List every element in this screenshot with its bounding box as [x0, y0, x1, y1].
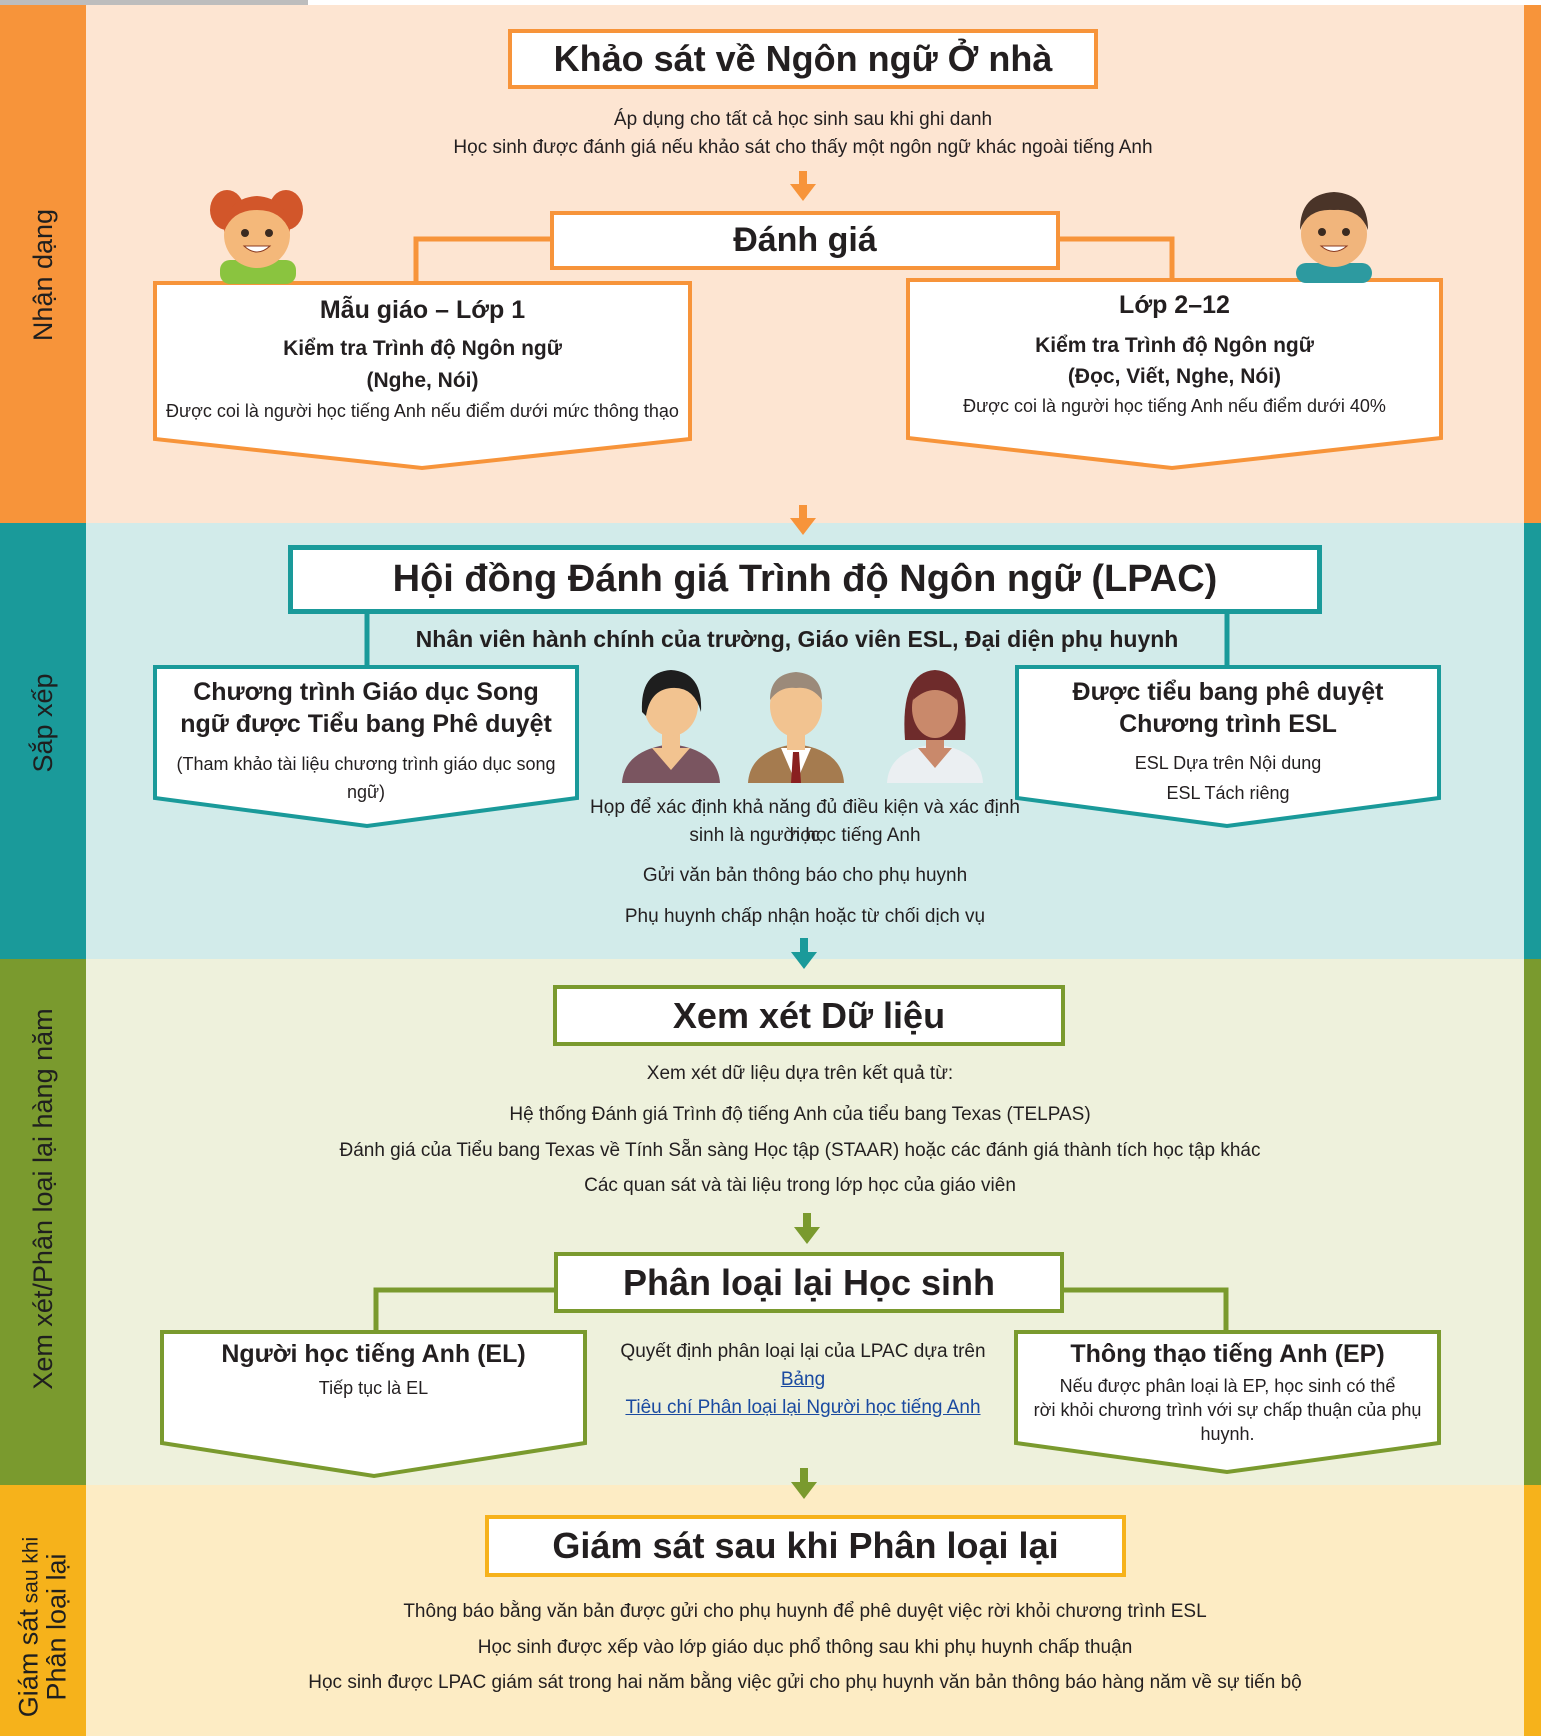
survey-note-1: Áp dụng cho tất cả học sinh sau khi ghi … — [613, 109, 993, 130]
grade-2-12-test: Kiểm tra Trình độ Ngôn ngữ — [1035, 334, 1314, 357]
ep-note-line3: huynh. — [1200, 1424, 1255, 1444]
connector-assessment-right — [1058, 236, 1175, 280]
monitor-item-2: Học sinh được xếp vào lớp giáo dục phổ t… — [477, 1637, 1133, 1658]
survey-note-2: Học sinh được đánh giá nếu khảo sát cho … — [453, 137, 1153, 158]
arrow-data-to-reclass — [794, 1213, 820, 1244]
grade-2-12-skills: (Đọc, Viết, Nghe, Nói) — [1067, 365, 1282, 388]
monitor-item-3: Học sinh được LPAC giám sát trong hai nă… — [308, 1672, 1302, 1693]
ep-content: Thông thạo tiếng Anh (EP) Nếu được phân … — [1021, 1338, 1434, 1446]
committee-woman-auburn-hair-icon — [887, 670, 983, 783]
student-boy-icon — [1296, 192, 1372, 283]
esl-item-2: ESL Tách riêng — [1166, 783, 1290, 803]
ep-title: Thông thạo tiếng Anh (EP) — [1070, 1340, 1385, 1368]
survey-title: Khảo sát về Ngôn ngữ Ở nhà — [553, 38, 1053, 79]
review-item-1: Hệ thống Đánh giá Trình độ tiếng Anh của… — [509, 1104, 1091, 1125]
ep-box — [1014, 1330, 1441, 1475]
bilingual-program-content: Chương trình Giáo dục Song ngữ được Tiểu… — [160, 676, 572, 806]
connector-reclass-left — [373, 1287, 556, 1332]
identify-side: Nhận dạng — [0, 5, 86, 523]
student-girl-icon — [210, 190, 303, 284]
reclass-criteria-link[interactable]: Bảng — [780, 1369, 826, 1390]
parent-accept: Phụ huynh chấp nhận hoặc từ chối dịch vụ — [624, 906, 986, 927]
bilingual-note: (Tham khảo tài liệu chương trình giáo dụ… — [176, 754, 556, 802]
grade-k1-box — [153, 281, 692, 471]
esl-program-box — [1015, 665, 1441, 829]
grade-k1-note: Được coi là người học tiếng Anh nếu điểm… — [166, 401, 679, 421]
committee-woman-dark-hair-icon — [622, 670, 720, 783]
meeting-line-2: sinh là người học tiếng Anh — [689, 825, 921, 846]
right-strip-green — [1524, 959, 1541, 1485]
meeting-line-1: Họp để xác định khả năng đủ điều kiện và… — [590, 797, 1020, 846]
parent-notice: Gửi văn bản thông báo cho phụ huynh — [642, 865, 968, 886]
bilingual-title-line1: Chương trình Giáo dục Song — [193, 678, 539, 706]
assessment-title-box: Đánh giá — [550, 211, 1060, 270]
reclass-title-box: Phân loại lại Học sinh — [554, 1252, 1064, 1313]
reclass-criteria-text: Quyết định phân loại lại của LPAC dựa tr… — [608, 1338, 998, 1422]
esl-title-line1: Được tiểu bang phê duyệt — [1072, 678, 1384, 706]
arrow-identify-to-placement — [790, 505, 816, 535]
review-item-2: Đánh giá của Tiểu bang Texas về Tính Sẵn… — [339, 1140, 1261, 1161]
monitor-side: Giám sát sau khi Phân loại lại — [0, 1485, 86, 1736]
el-note: Tiếp tục là EL — [318, 1378, 429, 1398]
monitor-title: Giám sát sau khi Phân loại lại — [552, 1525, 1059, 1566]
esl-program-content: Được tiểu bang phê duyệt Chương trình ES… — [1022, 676, 1434, 808]
el-title: Người học tiếng Anh (EL) — [221, 1340, 526, 1368]
lpac-title: Hội đồng Đánh giá Trình độ Ngôn ngữ (LPA… — [392, 558, 1218, 600]
bilingual-program-box — [153, 665, 579, 829]
review-side: Xem xét/Phân loại lại hàng năm — [0, 959, 86, 1485]
el-box — [160, 1330, 587, 1479]
review-item-3: Các quan sát và tài liệu trong lớp học c… — [584, 1175, 1016, 1196]
connector-reclass-right — [1061, 1287, 1229, 1332]
esl-item-1: ESL Dựa trên Nội dung — [1134, 753, 1322, 773]
data-review-title-box: Xem xét Dữ liệu — [553, 985, 1065, 1046]
survey-title-box: Khảo sát về Ngôn ngữ Ở nhà — [508, 29, 1098, 89]
el-content: Người học tiếng Anh (EL) Tiếp tục là EL — [167, 1338, 580, 1402]
grade-2-12-title: Lớp 2–12 — [1119, 291, 1230, 319]
monitor-item-1: Thông báo bằng văn bản được gửi cho phụ … — [403, 1601, 1207, 1622]
grade-2-12-content: Lớp 2–12 Kiểm tra Trình độ Ngôn ngữ (Đọc… — [913, 288, 1436, 420]
monitor-title-box: Giám sát sau khi Phân loại lại — [485, 1515, 1126, 1577]
right-strip-gold — [1524, 1485, 1541, 1736]
reclass-title: Phân loại lại Học sinh — [622, 1261, 996, 1303]
review-intro: Xem xét dữ liệu dựa trên kết quả từ: — [646, 1063, 954, 1084]
data-review-title: Xem xét Dữ liệu — [672, 994, 946, 1036]
bilingual-title-line2: ngữ được Tiểu bang Phê duyệt — [180, 710, 552, 738]
esl-title-line2: Chương trình ESL — [1119, 710, 1337, 738]
right-strip-teal — [1524, 523, 1541, 959]
arrow-placement-to-review — [791, 938, 817, 969]
grade-k1-test: Kiểm tra Trình độ Ngôn ngữ — [283, 337, 562, 360]
lpac-members: Nhân viên hành chính của trường, Giáo vi… — [415, 626, 1179, 652]
lpac-title-box: Hội đồng Đánh giá Trình độ Ngôn ngữ (LPA… — [288, 545, 1322, 614]
right-strip-orange — [1524, 5, 1541, 523]
connector-assessment-left — [413, 236, 552, 283]
assessment-title: Đánh giá — [733, 221, 877, 259]
arrow-survey-to-assessment — [790, 171, 816, 201]
ep-note-line2: rời khỏi chương trình với sự chấp thuận … — [1033, 1400, 1422, 1420]
committee-man-suit-icon — [748, 672, 844, 783]
grade-k1-content: Mẫu giáo – Lớp 1 Kiểm tra Trình độ Ngôn … — [160, 293, 685, 425]
ep-note-line1: Nếu được phân loại là EP, học sinh có th… — [1059, 1376, 1396, 1396]
reclass-criteria-prefix: Quyết định phân loại lại của LPAC dựa tr… — [620, 1341, 986, 1362]
arrow-review-to-monitor — [791, 1468, 817, 1499]
grade-k1-skills: (Nghe, Nói) — [366, 369, 479, 392]
top-tab — [0, 0, 308, 5]
placement-side: Sắp xếp — [0, 523, 86, 959]
grade-2-12-note: Được coi là người học tiếng Anh nếu điểm… — [963, 396, 1386, 416]
reclass-criteria-link-line2[interactable]: Tiêu chí Phân loại lại Người học tiếng A… — [625, 1397, 981, 1418]
grade-k1-title: Mẫu giáo – Lớp 1 — [319, 296, 526, 324]
